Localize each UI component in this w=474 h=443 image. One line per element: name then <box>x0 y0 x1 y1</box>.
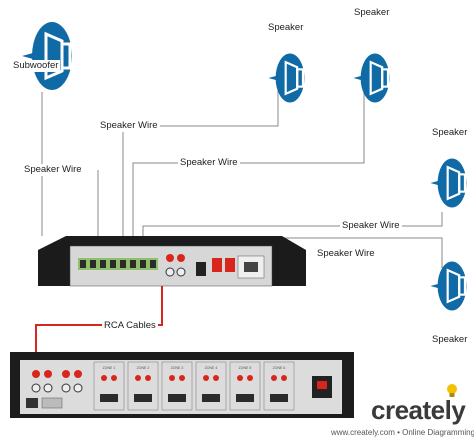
zone-2-label: ZONE 2 <box>137 366 150 370</box>
speaker-wire-label-5: Speaker Wire <box>315 248 377 260</box>
speaker-right-2-label: Speaker <box>430 334 470 346</box>
brand-footer: www.creately.com • Online Diagramming <box>331 428 474 437</box>
zone-3-label: ZONE 3 <box>171 366 184 370</box>
zone-4-label: ZONE 4 <box>205 366 218 370</box>
wire-speaker-right-1 <box>142 212 443 236</box>
wire-speaker-top-1 <box>122 90 279 236</box>
subwoofer-label: Subwoofer <box>11 60 61 72</box>
speaker-wire-label-4: Speaker Wire <box>340 220 402 232</box>
zone-5-label: ZONE 5 <box>239 366 252 370</box>
lightbulb-icon <box>447 384 457 397</box>
speaker-top-1-label: Speaker <box>266 22 306 34</box>
brand-logo: creately <box>371 395 466 425</box>
rca-cables-label: RCA Cables <box>102 320 158 332</box>
speaker-right-2-icon <box>429 260 468 312</box>
rca-cable <box>35 280 163 372</box>
zone-6-label: ZONE 6 <box>273 366 286 370</box>
zone-1-label: ZONE 1 <box>103 366 116 370</box>
speaker-wire-label-3: Speaker Wire <box>22 164 84 176</box>
amplifier <box>38 236 306 287</box>
speaker-wire-label-2: Speaker Wire <box>178 157 240 169</box>
multi-zone-receiver: ZONE 1 ZONE 2 ZONE 3 ZONE 4 ZONE 5 ZONE … <box>10 352 354 418</box>
subwoofer-icon <box>20 20 74 92</box>
speaker-top-1-icon <box>267 52 306 104</box>
wire-speaker-top-2 <box>132 92 365 236</box>
speaker-right-1-label: Speaker <box>430 127 470 139</box>
speaker-top-2-icon <box>352 52 391 104</box>
speaker-wire-label-1: Speaker Wire <box>98 120 160 132</box>
speaker-top-2-label: Speaker <box>352 7 392 19</box>
speaker-right-1-icon <box>429 157 468 209</box>
